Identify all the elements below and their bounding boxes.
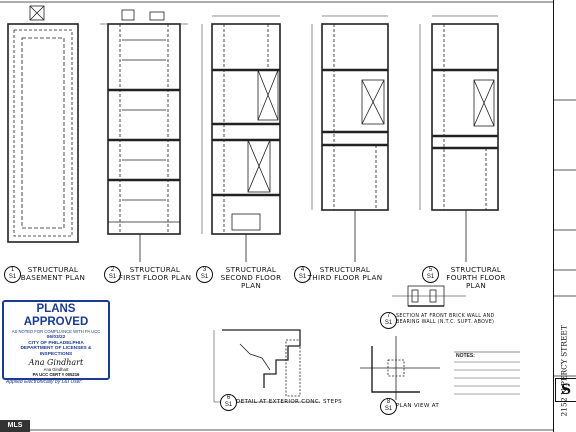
notes-label: NOTES: — [456, 353, 475, 359]
stamp-signature: Ana Gindhart — [28, 358, 84, 367]
sheet-number: S — [555, 378, 576, 402]
project-address: 2152 N PERCY STREET — [556, 300, 572, 420]
stamp-name: Ana Gindhart — [43, 367, 69, 372]
detail6-title: DETAIL AT EXTERIOR CONC. STEPS — [236, 399, 342, 405]
mls-badge: MLS — [0, 420, 30, 432]
detail8-title: PLAN VIEW AT — [396, 403, 440, 409]
stamp-date: 06/03/22 — [46, 335, 66, 340]
approval-stamp: PLANS APPROVED AS NOTED FOR COMPLIANCE W… — [2, 300, 110, 380]
stamp-cert: PA UCC CERT # 005216 — [32, 372, 80, 377]
stamp-subtitle: AS NOTED FOR COMPLIANCE WITH PA UCC — [11, 329, 101, 334]
stamp-city: CITY OF PHILADELPHIA — [28, 341, 84, 346]
stamp-title: PLANS APPROVED — [23, 303, 89, 328]
stamp-department: DEPARTMENT OF LICENSES & INSPECTIONS — [20, 346, 92, 357]
title-block — [553, 0, 576, 432]
stamp-footer: Applied Electronically by L&I User: — [6, 379, 83, 385]
